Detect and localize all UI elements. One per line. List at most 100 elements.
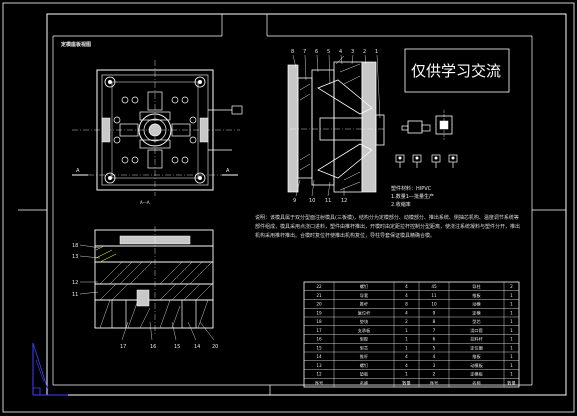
bom-cell: 数量 (402, 379, 410, 386)
plan-view (72, 60, 243, 196)
bom-cell: 4 (433, 354, 436, 359)
bom-cell: 19 (316, 310, 322, 315)
section-marker-right: A (226, 168, 230, 174)
bom-cell: 6 (433, 337, 436, 342)
bom-cell: 8 (405, 302, 408, 307)
bom-cell: 2 (405, 319, 408, 324)
bom-cell: 复位杆 (358, 309, 371, 316)
bom-cell: 4 (405, 293, 408, 298)
callout-number: 9 (293, 198, 296, 204)
bom-cell: 1 (405, 345, 408, 350)
bom-cell: 1 (510, 328, 513, 333)
section-marker-left: A (76, 168, 80, 174)
bom-cell: 9 (433, 310, 436, 315)
bom-cell: 推杆 (360, 353, 369, 360)
bom-cell: 导柱 (472, 283, 481, 290)
bom-cell: 20 (316, 302, 322, 307)
bom-cell: 1 (510, 337, 513, 342)
bom-cell: 名称 (360, 379, 368, 386)
bom-cell: 16 (316, 337, 322, 342)
callout-number: 8 (291, 49, 294, 55)
callout-number: 15 (174, 344, 180, 350)
bom-cell: 1 (405, 328, 408, 333)
bom-cell: 推板 (472, 292, 481, 299)
bom-cell: 拉料杆 (470, 336, 483, 343)
bom-cell: 支承板 (358, 327, 371, 334)
bom-cell: 垫块 (360, 318, 369, 325)
bom-cell: 1 (510, 310, 513, 315)
callout-number: 17 (120, 344, 126, 350)
bom-cell: 8 (433, 319, 436, 324)
callout-number: 13 (72, 254, 78, 260)
bom-cell: 动模板 (470, 362, 483, 369)
callout-number: 4 (339, 49, 342, 55)
material-line: 塑件材料：HIPVC (391, 186, 432, 192)
material-notes: 塑件材料：HIPVC 1.数量1—批量生产 2.收缩率 (391, 185, 434, 209)
bom-cell: 螺钉 (360, 362, 369, 369)
callout-number: 12 (72, 280, 78, 286)
bom-cell: 15 (316, 345, 322, 350)
callout-number: 18 (72, 243, 78, 249)
bom-cell: 动模 (472, 301, 481, 308)
bom-cell: 21 (316, 293, 322, 298)
bom-cell: 序号 (430, 379, 438, 386)
callout-number: 5 (327, 49, 330, 55)
bom-cell: 17 (316, 328, 322, 333)
bom-cell: 型腔 (360, 336, 368, 343)
bom-cell: 4 (405, 354, 408, 359)
bom-cell: 推板 (472, 353, 481, 360)
callout-number: 3 (351, 49, 354, 55)
bom-cell: 10 (431, 302, 437, 307)
side-section-view (287, 54, 385, 197)
bom-cell: 2 (433, 372, 436, 377)
watermark-text: 仅供学习交流 (411, 62, 502, 80)
callout-number: 11 (325, 198, 331, 204)
bom-cell: 推杆 (360, 301, 369, 308)
bom-cell: 垫板 (360, 371, 369, 378)
ucs-icon (32, 342, 68, 396)
bom-cell: 3 (433, 363, 436, 368)
callout-number: 14 (194, 344, 200, 350)
bom-cell: 1 (405, 337, 408, 342)
bom-cell: 名称 (472, 379, 480, 386)
bom-cell: 浇口套 (470, 327, 483, 334)
callout-number: 1 (375, 49, 378, 55)
bom-cell: 22 (316, 284, 322, 289)
bom-cell: 1 (405, 372, 408, 377)
bom-cell: 型芯 (472, 318, 480, 324)
bom-cell: 1 (510, 372, 513, 377)
bom-cell: 1 (510, 293, 513, 298)
callout-number: 20 (212, 344, 218, 350)
section-label: A—A (140, 200, 150, 205)
material-line: 2.收缩率 (391, 202, 411, 208)
callout-number: 10 (309, 198, 315, 204)
bom-cell: 1 (510, 363, 513, 368)
bom-cell: 型芯 (360, 344, 368, 350)
bom-cell: 45 (431, 284, 437, 289)
drawing-border (46, 13, 567, 396)
part-detail-views (395, 110, 458, 168)
bom-cell: 18 (316, 319, 322, 324)
bom-cell: 4 (405, 363, 408, 368)
bom-cell: 1 (510, 302, 513, 307)
bom-cell: 螺钉 (360, 283, 369, 290)
bom-cell: 1 (510, 345, 513, 350)
technical-notes: 说明：该模具属于双分型面注射模具(三板模)，结构分为定模部分、动模部分、推出系统… (255, 215, 521, 239)
bom-cell: 7 (433, 328, 436, 333)
bom-cell: 序号 (315, 379, 323, 386)
bom-cell: 12 (316, 372, 322, 377)
bom-cell: 14 (316, 354, 322, 359)
callout-number: 16 (150, 344, 156, 350)
bom-cell: 1 (510, 354, 513, 359)
bom-cell: 定模 (472, 309, 481, 316)
callout-number: 12 (341, 198, 347, 204)
bom-cell: 1 (510, 319, 513, 324)
bom-cell: 2 (510, 284, 513, 289)
bom-cell: 4 (405, 310, 408, 315)
bom-cell: 4 (405, 284, 408, 289)
watermark-box (404, 48, 510, 93)
callout-number: 2 (363, 49, 366, 55)
